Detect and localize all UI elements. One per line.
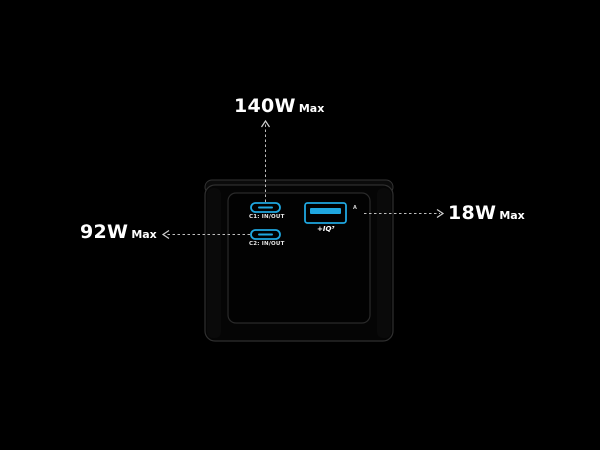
charger-front-panel	[227, 192, 371, 324]
callout-left-unit: Max	[131, 228, 157, 241]
usb-a-port-tongue	[310, 208, 341, 214]
c2-port-label: C2: IN/OUT	[249, 241, 285, 247]
callout-left-value: 92W	[80, 221, 129, 243]
charger-left-edge	[207, 188, 221, 338]
arrow-icon	[261, 119, 270, 128]
c1-port-label: C1: IN/OUT	[249, 214, 285, 220]
callout-top-value: 140W	[234, 95, 296, 117]
charger-right-edge	[377, 188, 391, 338]
iq-technology-label: +IQ³	[317, 225, 335, 233]
usb-c2-port-tongue	[258, 233, 273, 236]
arrow-icon	[161, 230, 170, 239]
callout-right-value: 18W	[448, 202, 497, 224]
usb-a-mark: A	[353, 205, 357, 211]
callout-top-unit: Max	[298, 102, 325, 115]
callout-right-unit: Max	[499, 209, 525, 222]
arrow-icon	[436, 209, 445, 218]
usb-c1-port-tongue	[258, 206, 273, 209]
